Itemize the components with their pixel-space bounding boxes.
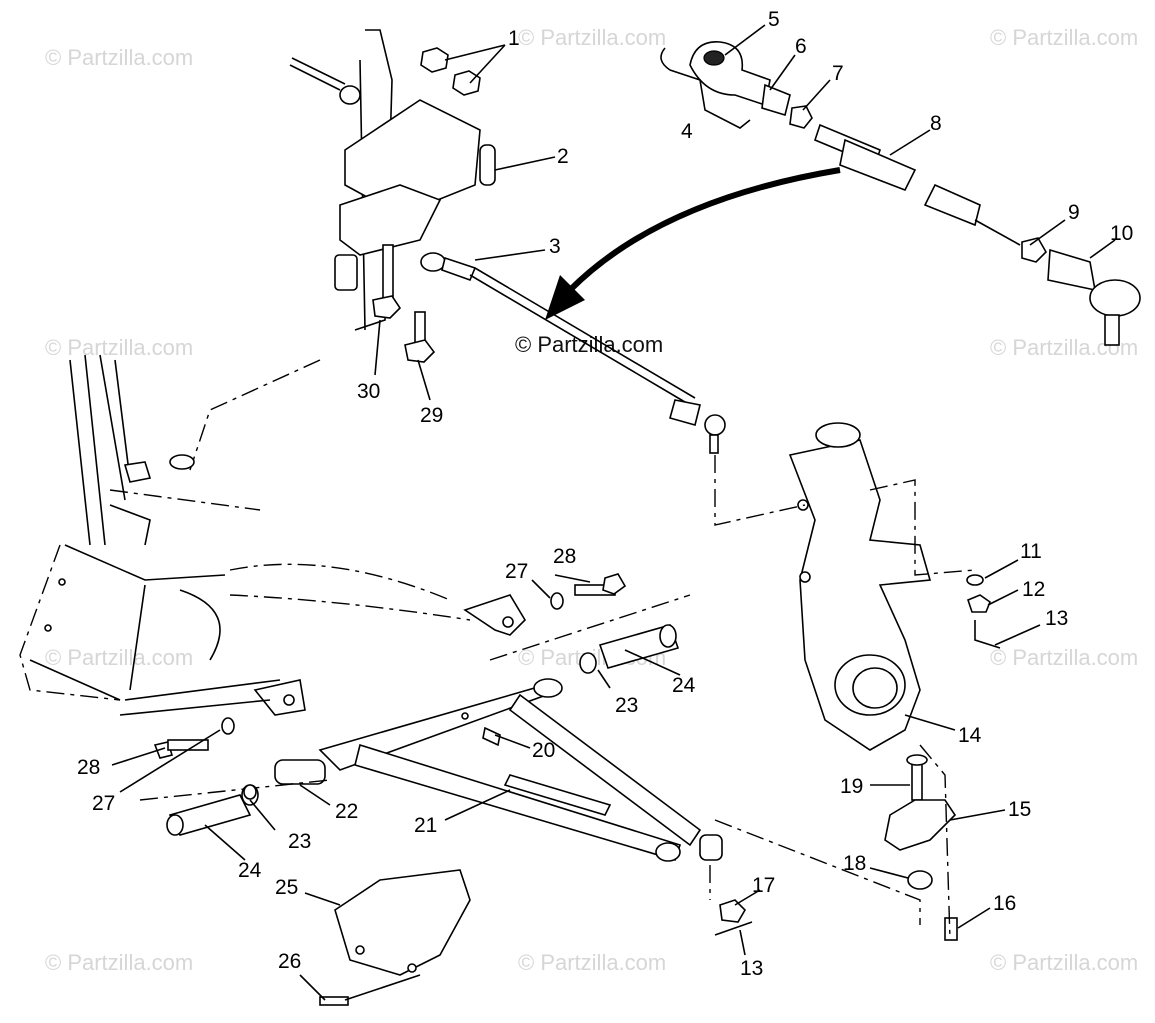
callout-27: 27: [505, 560, 528, 583]
callout-6: 6: [795, 35, 807, 58]
callout-22: 22: [335, 800, 358, 823]
callout-28: 28: [77, 756, 100, 779]
watermarks: © Partzilla.com © Partzilla.com © Partzi…: [45, 25, 1138, 975]
tie-rod-end-assembly: [660, 41, 1141, 346]
pivot-hardware: [139, 594, 691, 836]
callout-23: 23: [615, 694, 638, 717]
callout-labels: 1 2 3 4 5 6 7 8 9 10 11 12 13 14 15 16 1…: [77, 8, 1133, 980]
callout-4: 4: [681, 120, 693, 143]
steering-post: [289, 29, 496, 331]
callout-1: 1: [508, 27, 520, 50]
callout-10: 10: [1110, 222, 1133, 245]
callout-24: 24: [238, 859, 262, 882]
callout-7: 7: [832, 62, 844, 85]
callout-13: 13: [1045, 607, 1068, 630]
callout-12: 12: [1022, 578, 1045, 601]
callout-26: 26: [278, 950, 301, 973]
callout-20: 20: [532, 739, 555, 762]
upper-bracket: [463, 573, 627, 636]
callout-29: 29: [420, 404, 443, 427]
callout-25: 25: [275, 876, 298, 899]
callout-15: 15: [1008, 798, 1031, 821]
frame-outline: [19, 354, 471, 716]
watermark-text: © Partzilla.com: [990, 25, 1138, 50]
knuckle-hardware: [714, 574, 1001, 941]
callout-30: 30: [357, 380, 380, 403]
watermark-text: © Partzilla.com: [45, 45, 193, 70]
callout-19: 19: [840, 775, 863, 798]
callout-21: 21: [414, 814, 437, 837]
watermark-text: © Partzilla.com: [518, 25, 666, 50]
callout-28: 28: [553, 545, 576, 568]
callout-27: 27: [92, 792, 115, 815]
watermark-text: © Partzilla.com: [990, 645, 1138, 670]
post-bolts: [372, 244, 436, 363]
steering-knuckle: [714, 422, 976, 751]
watermark-text: © Partzilla.com: [45, 950, 193, 975]
watermark-text: © Partzilla.com: [518, 950, 666, 975]
callout-9: 9: [1068, 201, 1080, 224]
callout-13: 13: [740, 957, 763, 980]
lower-bolt: [153, 717, 257, 800]
watermark-text: © Partzilla.com: [45, 335, 193, 360]
callout-18: 18: [843, 852, 866, 875]
callout-24: 24: [672, 674, 696, 697]
a-arm: [274, 678, 753, 936]
callout-11: 11: [1020, 540, 1042, 563]
leader-lines: [111, 24, 1116, 1001]
callout-17: 17: [752, 874, 775, 897]
callout-16: 16: [993, 892, 1016, 915]
callout-14: 14: [958, 724, 982, 747]
direction-arrow: [545, 167, 841, 320]
callout-3: 3: [549, 235, 561, 258]
callout-23: 23: [288, 830, 311, 853]
watermark-text: © Partzilla.com: [990, 950, 1138, 975]
callout-5: 5: [768, 8, 780, 31]
skid-plate: [319, 869, 471, 1006]
watermark-text: © Partzilla.com: [45, 645, 193, 670]
top-nuts: [420, 47, 481, 96]
callout-8: 8: [930, 112, 942, 135]
callout-2: 2: [557, 145, 569, 168]
tie-rod: [420, 252, 726, 454]
